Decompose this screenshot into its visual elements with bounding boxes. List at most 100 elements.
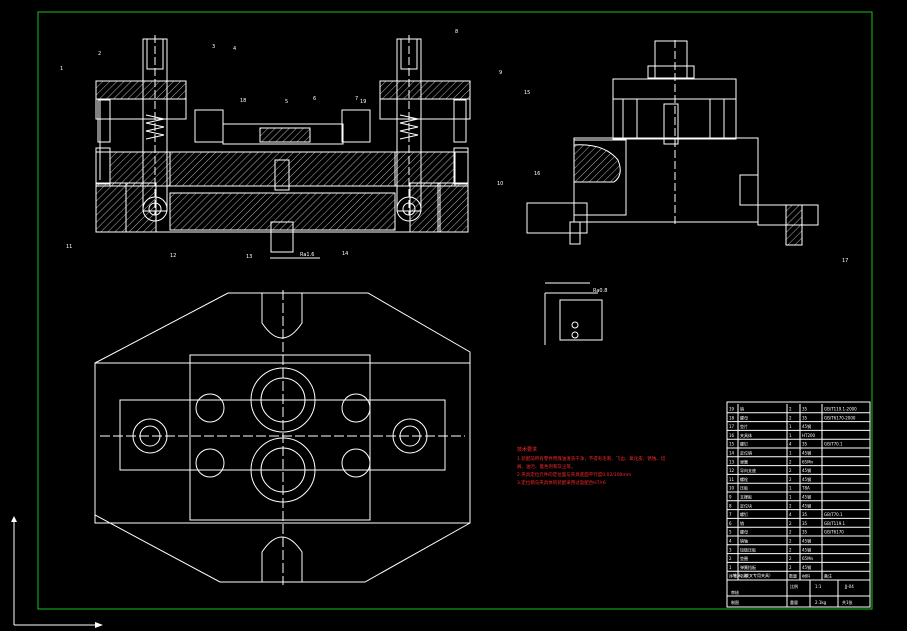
bom-cell: 35 — [802, 512, 808, 517]
callout-number: 14 — [342, 251, 348, 257]
bom-cell: 9 — [729, 495, 732, 500]
bom-cell: 备注 — [824, 573, 832, 579]
bom-cell: GB/T70.1 — [824, 442, 843, 447]
bom-cell: 45钢 — [802, 502, 811, 508]
bom-cell: 14 — [729, 451, 735, 456]
callout-number: 5 — [285, 99, 288, 105]
bom-cell: 支撑板 — [740, 494, 752, 500]
bom-cell: 3 — [729, 547, 732, 552]
bom-cell: 4 — [729, 539, 732, 544]
bom-cell: 2 — [789, 556, 792, 561]
bom-cell: 1 — [789, 424, 792, 429]
bom-cell: 螺钉 — [740, 441, 748, 447]
bom-sheet-total: 共1张 — [842, 599, 853, 605]
bom-cell: 2 — [789, 521, 792, 526]
bom-title: 铣床（拨叉专用夹具） — [733, 572, 773, 578]
bom-cell: GB/T6170 — [824, 530, 844, 535]
bom-cell: 材料 — [802, 573, 810, 579]
bom-cell: 2 — [789, 477, 792, 482]
callout-number: 18 — [240, 98, 246, 104]
callout-number: 15 — [524, 90, 530, 96]
bom-cell: 45钢 — [802, 476, 811, 482]
bom-cell: 11 — [729, 477, 735, 482]
bom-cell: 65Mn — [802, 556, 814, 561]
bom-cell: 4 — [789, 512, 792, 517]
callout-number: 7 — [355, 96, 358, 102]
bom-cell: 5 — [729, 530, 732, 535]
dimension-ra0.8: Ra0.8 — [593, 288, 607, 294]
bom-cell: GB/T70.1 — [824, 512, 843, 517]
bom-drawing-no: JJ-04 — [844, 584, 854, 589]
side-view — [526, 40, 819, 246]
bom-cell: 45钢 — [802, 564, 811, 570]
bom-cell: 45钢 — [802, 538, 811, 544]
bom-cell: 1 — [789, 451, 792, 456]
callout-number: 17 — [842, 258, 848, 264]
callout-number: 10 — [497, 181, 503, 187]
bom-cell: 1 — [729, 565, 732, 570]
bom-cell: 65Mn — [802, 459, 814, 464]
bom-cell: 2 — [789, 468, 792, 473]
bom-cell: 螺栓 — [740, 476, 748, 482]
bom-cell: 45钢 — [802, 546, 811, 552]
tech-note-line: 3.定位销与夹具体的装配采用过盈配合H7/r6 — [517, 479, 606, 486]
callout-number: 13 — [246, 254, 252, 260]
bom-cell: 2 — [789, 415, 792, 420]
bom-cell: 45钢 — [802, 467, 811, 473]
detail-view: Ra0.8 — [544, 282, 607, 345]
callout-number: 3 — [212, 44, 215, 50]
bom-cell: 8 — [729, 503, 732, 508]
bom-cell: 压板 — [740, 485, 748, 491]
bom-cell: 垫圈 — [740, 555, 748, 561]
bom-cell: 35 — [802, 530, 808, 535]
bom-cell: 15 — [729, 442, 735, 447]
bom-drawn-label: 制图 — [731, 599, 739, 605]
bom-cell: 7 — [729, 512, 732, 517]
callout-number: 8 — [455, 29, 458, 35]
bom-cell: 螺钉 — [740, 511, 748, 517]
bom-scale: 1:1 — [815, 584, 822, 589]
callout-number: 12 — [170, 253, 176, 259]
bom-cell: GB/T6170-2000 — [824, 415, 856, 420]
callout-number: 16 — [534, 171, 540, 177]
front-view: Ra1.6 — [95, 35, 471, 259]
bom-cell: 定位销 — [740, 450, 752, 456]
callout-number: 6 — [313, 96, 316, 102]
bom-weight-label: 重量 — [790, 599, 798, 605]
bom-cell: 19 — [729, 407, 735, 412]
bom-cell: 35 — [802, 407, 808, 412]
callout-number: 2 — [98, 51, 101, 57]
bom-cell: 45钢 — [802, 494, 811, 500]
bom-cell: 17 — [729, 424, 735, 429]
bom-cell: 序号 — [729, 573, 737, 579]
bom-cell: 销 — [740, 406, 744, 412]
bom-cell: 2 — [789, 530, 792, 535]
dimension-ra1.6: Ra1.6 — [300, 252, 314, 258]
bom-cell: 1 — [789, 486, 792, 491]
bom-cell: 螺母 — [740, 529, 748, 535]
bom-cell: 定位块 — [740, 502, 752, 508]
bom-cell: 13 — [729, 459, 735, 464]
tech-note-line: 1.装配前所有零件用煤油清洗干净，不得有毛刺、飞边、氧化皮、锈蚀、切 — [517, 455, 666, 462]
bom-cell: 2 — [789, 459, 792, 464]
bom-cell: 35 — [802, 521, 808, 526]
callout-number: 11 — [66, 244, 72, 250]
bom-checked-label: 审核 — [731, 589, 739, 595]
bom-cell: 2 — [789, 565, 792, 570]
callout-number: 1 — [60, 66, 63, 72]
bom-cell: 螺母 — [740, 414, 748, 420]
bom-cell: 2 — [789, 547, 792, 552]
bom-cell: 销 — [740, 520, 744, 526]
bom-cell: 铰链压板 — [740, 546, 756, 552]
bom-cell: 45钢 — [802, 423, 811, 429]
bom-cell: 垫片 — [740, 423, 748, 429]
bom-cell: GB/T119.1 — [824, 521, 846, 526]
bom-cell: 35 — [802, 415, 808, 420]
bom-cell: 6 — [729, 521, 732, 526]
tech-note-line: 2.夹具定位元件的定位面与夹具底面平行度0.02/100mm — [517, 471, 631, 478]
ucs-icon — [11, 516, 103, 628]
bom-cell: 数量 — [789, 573, 797, 579]
callout-number: 9 — [499, 70, 502, 76]
